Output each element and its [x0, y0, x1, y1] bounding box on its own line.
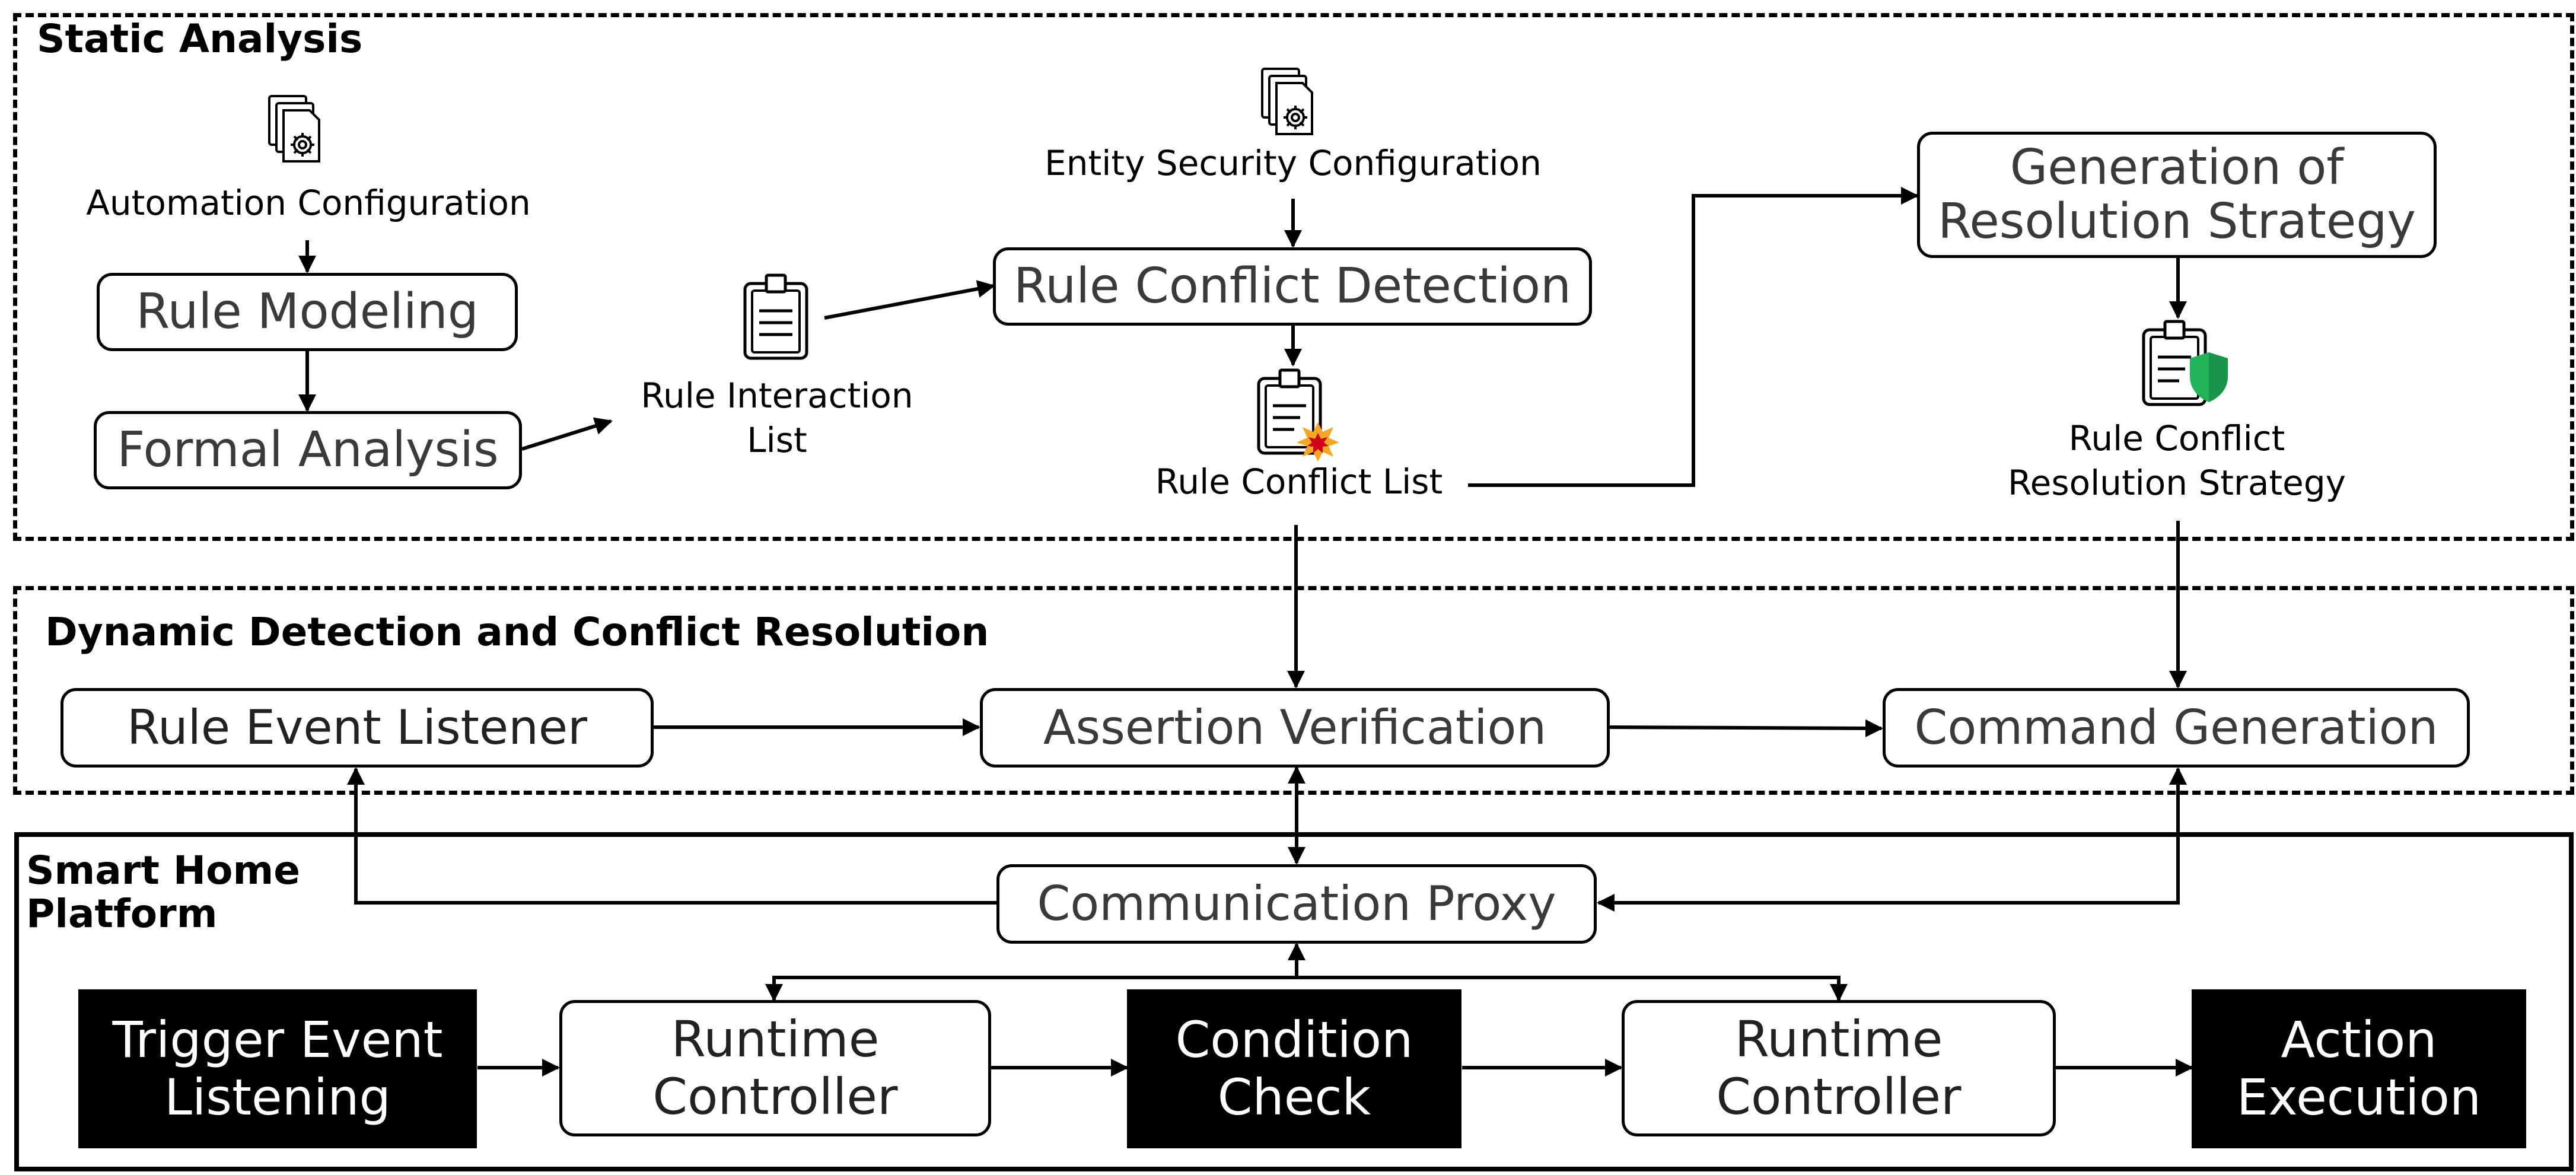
condition-check-block: Condition Check [1127, 989, 1461, 1148]
generation-of-resolution-strategy-box: Generation of Resolution Strategy [1917, 132, 2437, 258]
rule-conflict-detection-box: Rule Conflict Detection [993, 247, 1592, 326]
rule-interaction-list-label: Rule Interaction List [641, 375, 913, 461]
communication-proxy-box: Communication Proxy [996, 864, 1597, 944]
arrow-interaction-list-to-detection [824, 280, 995, 320]
command-generation-box: Command Generation [1883, 688, 2470, 768]
static-analysis-region [13, 13, 2574, 541]
runtime-controller-2-box: Runtime Controller [1622, 1000, 2056, 1136]
dynamic-detection-title: Dynamic Detection and Conflict Resolutio… [45, 609, 989, 655]
clipboard-explosion-icon [1257, 368, 1339, 461]
runtime-controller-1-box: Runtime Controller [559, 1000, 991, 1136]
rule-conflict-resolution-strategy-label: Rule Conflict Resolution Strategy [2007, 418, 2346, 504]
entity-security-configuration-label: Entity Security Configuration [1045, 143, 1542, 183]
bus-runtime-controllers [765, 976, 1848, 1002]
action-execution-block: Action Execution [2192, 989, 2526, 1148]
automation-configuration-label: Automation Configuration [86, 183, 531, 223]
arrow-command-to-proxy [1597, 767, 2187, 912]
smart-home-platform-title: Smart Home Platform [26, 848, 301, 937]
clipboard-icon [743, 273, 808, 360]
static-analysis-title: Static Analysis [37, 16, 363, 62]
arrow-assertion-to-command [1609, 719, 1883, 737]
assertion-verification-box: Assertion Verification [980, 688, 1610, 768]
trigger-event-listening-block: Trigger Event Listening [78, 989, 477, 1148]
rule-conflict-list-label: Rule Conflict List [1155, 461, 1443, 502]
formal-analysis-box: Formal Analysis [94, 411, 522, 489]
clipboard-shield-icon [2142, 320, 2228, 406]
rule-modeling-box: Rule Modeling [97, 273, 518, 351]
rule-event-listener-box: Rule Event Listener [61, 688, 654, 768]
document-gear-icon [1261, 68, 1313, 135]
arrow-formal-to-interaction-list [521, 417, 613, 451]
document-gear-icon [268, 95, 320, 163]
arrow-proxy-to-listener [347, 767, 996, 905]
arrow-conflict-list-to-generation [1468, 187, 1919, 487]
